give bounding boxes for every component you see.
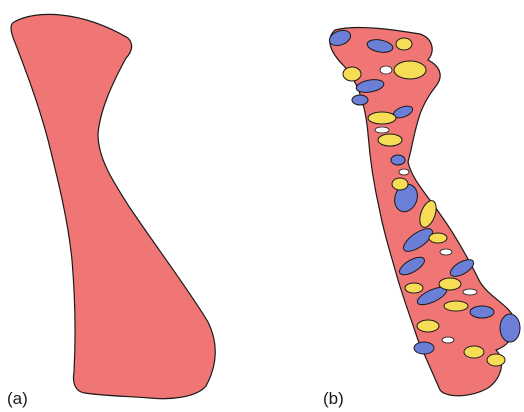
panel-a-label: (a) — [7, 389, 28, 408]
yellow-segment — [487, 354, 505, 366]
gap — [440, 249, 452, 255]
gap — [375, 127, 389, 133]
gap — [463, 289, 477, 295]
gap — [442, 337, 454, 343]
yellow-segment — [417, 320, 439, 332]
blue-segment — [500, 314, 520, 342]
yellow-segment — [439, 278, 461, 290]
yellow-segment — [464, 346, 484, 358]
yellow-segment — [378, 134, 402, 146]
blue-segment — [414, 342, 434, 354]
blue-segment — [470, 306, 494, 318]
panel-a: (a) — [7, 14, 215, 408]
yellow-segment — [396, 38, 412, 50]
yellow-segment — [368, 112, 396, 124]
yellow-segment — [405, 283, 423, 293]
yellow-segment — [444, 301, 468, 311]
panel-b: (b) — [323, 27, 520, 408]
panel-a-shape — [11, 14, 215, 398]
yellow-segment — [343, 67, 361, 81]
yellow-segment — [392, 178, 408, 190]
yellow-segment — [429, 233, 447, 243]
yellow-segment — [394, 61, 426, 79]
blue-segment — [352, 95, 368, 105]
panel-b-label: (b) — [323, 389, 344, 408]
gap — [380, 66, 392, 74]
blue-segment — [391, 155, 405, 165]
gap — [399, 169, 409, 175]
